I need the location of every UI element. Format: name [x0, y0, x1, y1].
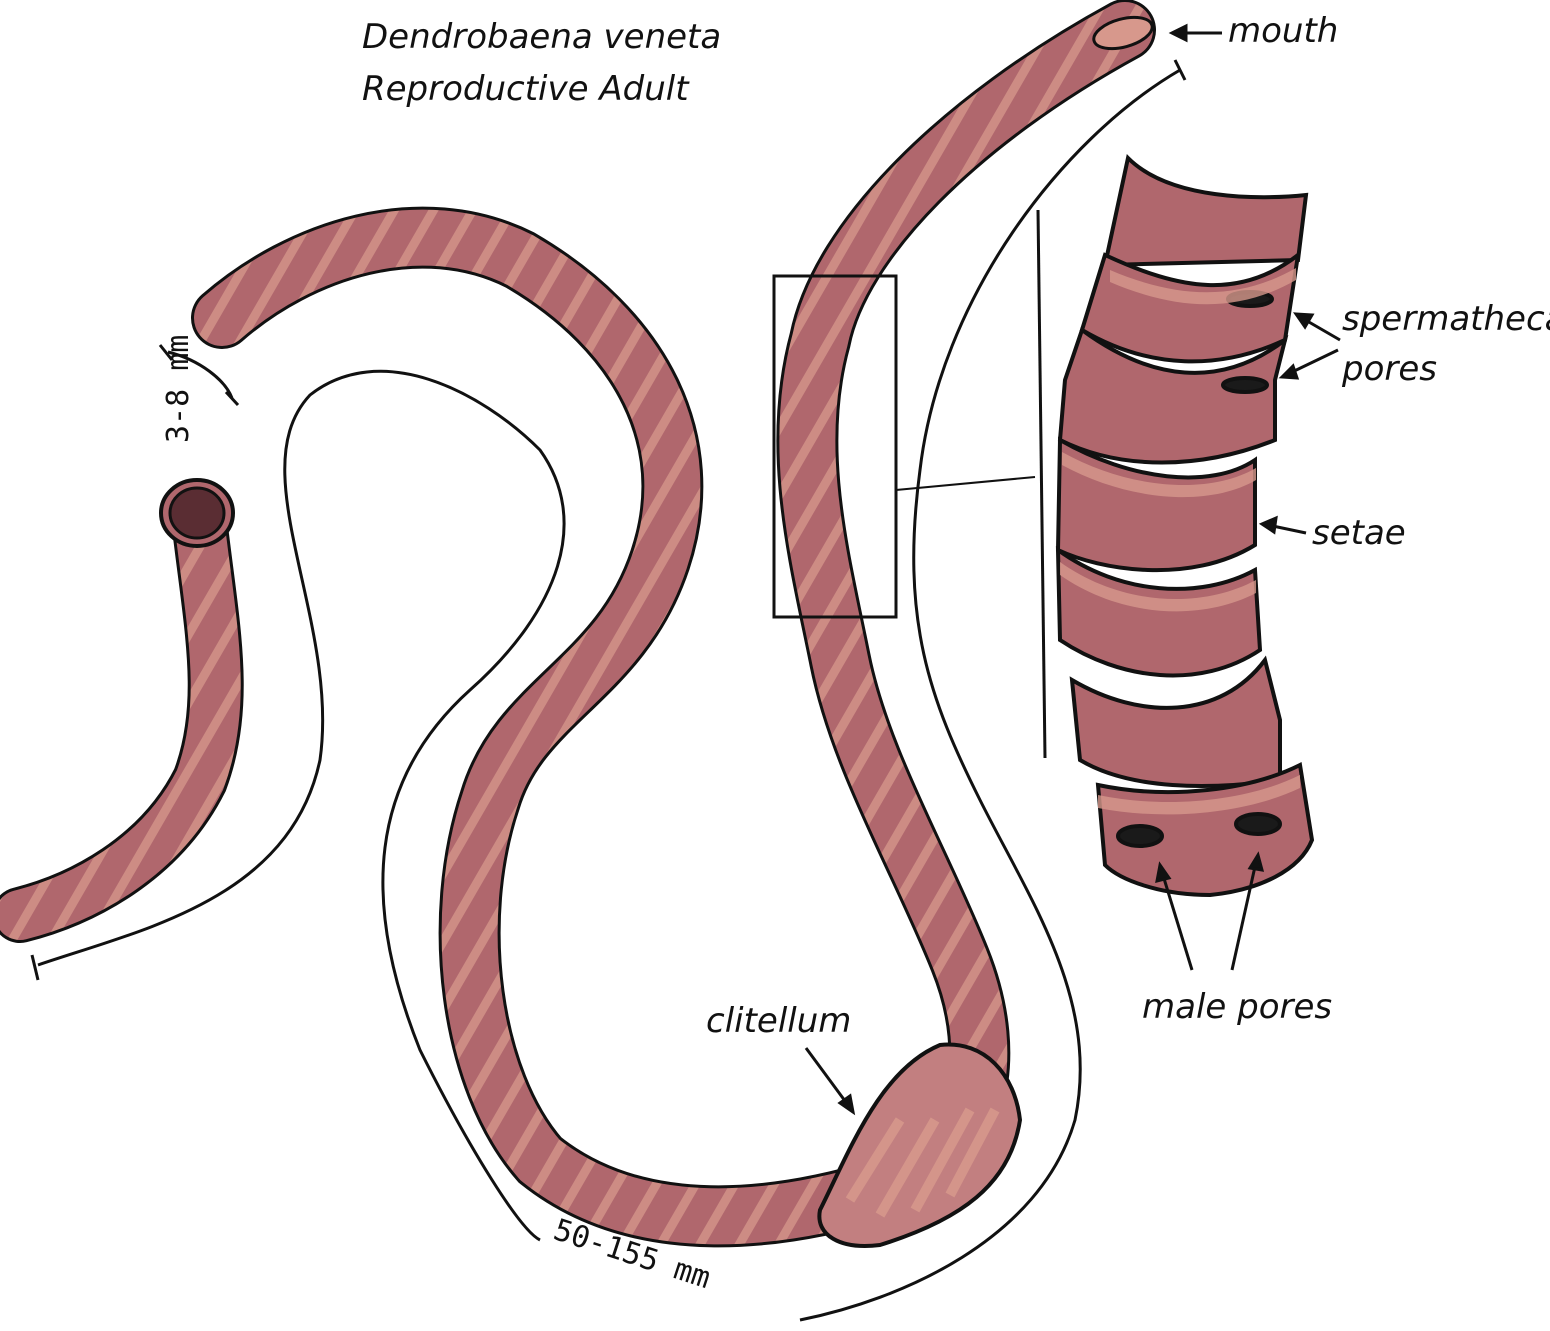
label-pores: pores [1341, 349, 1437, 389]
label-spermathecal: spermathecal [1342, 299, 1550, 339]
species-name: Dendrobaena veneta [362, 17, 721, 57]
title-block: Dendrobaena veneta Reproductive Adult [362, 17, 721, 109]
male-pore-right [1236, 814, 1280, 834]
diameter-measurement: 3-8 mm [161, 335, 196, 443]
spermathecal-pore-lower [1223, 378, 1267, 392]
worm-body [20, 12, 1156, 1246]
male-pore-left [1118, 826, 1162, 846]
label-mouth: mouth [1228, 11, 1338, 51]
label-male-pores: male pores [1142, 987, 1332, 1027]
label-clitellum: clitellum [706, 1001, 851, 1041]
label-setae: setae [1312, 513, 1406, 553]
life-stage: Reproductive Adult [362, 69, 690, 109]
